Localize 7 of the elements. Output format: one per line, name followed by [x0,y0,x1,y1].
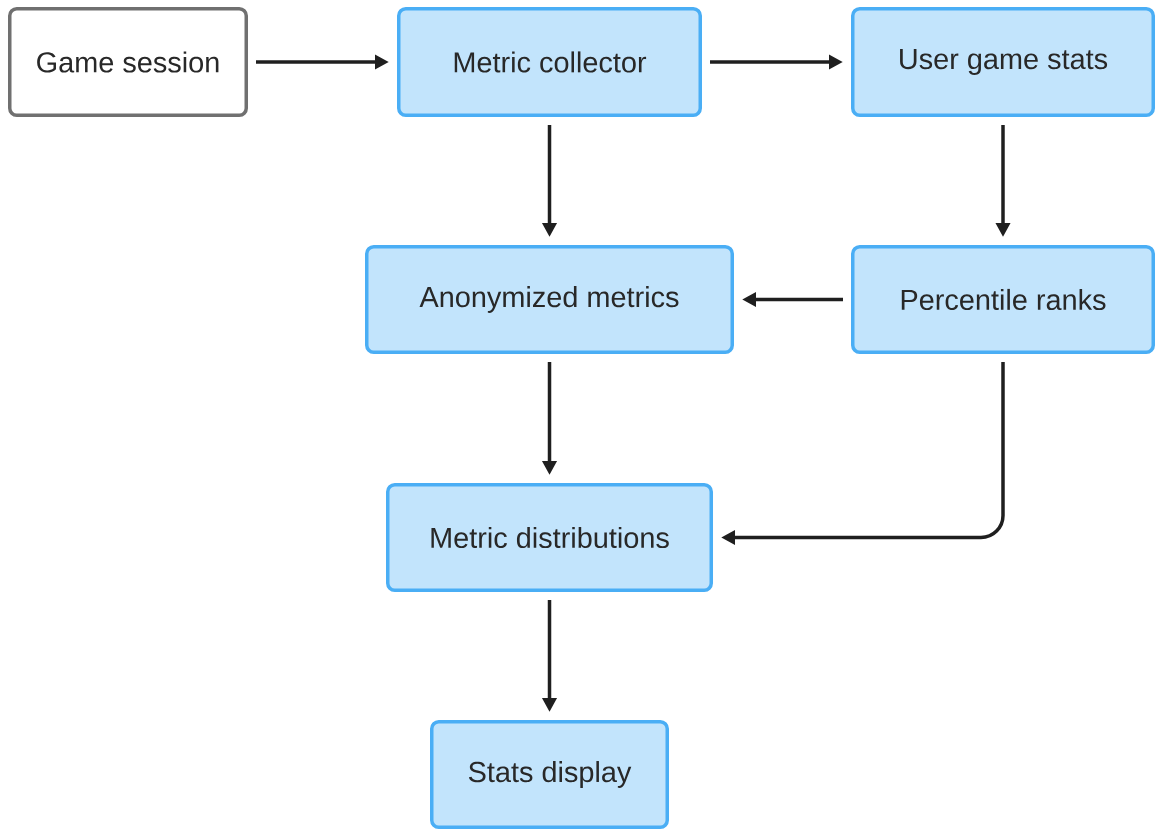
process-box: User game stats [851,7,1155,117]
process-box: Metric collector [397,7,702,117]
process-box: Metric distributions [386,483,713,592]
process-box: Game session [8,7,248,117]
process-box: Percentile ranks [851,245,1155,354]
process-box: Anonymized metrics [365,245,734,354]
process-box: Stats display [430,720,669,829]
